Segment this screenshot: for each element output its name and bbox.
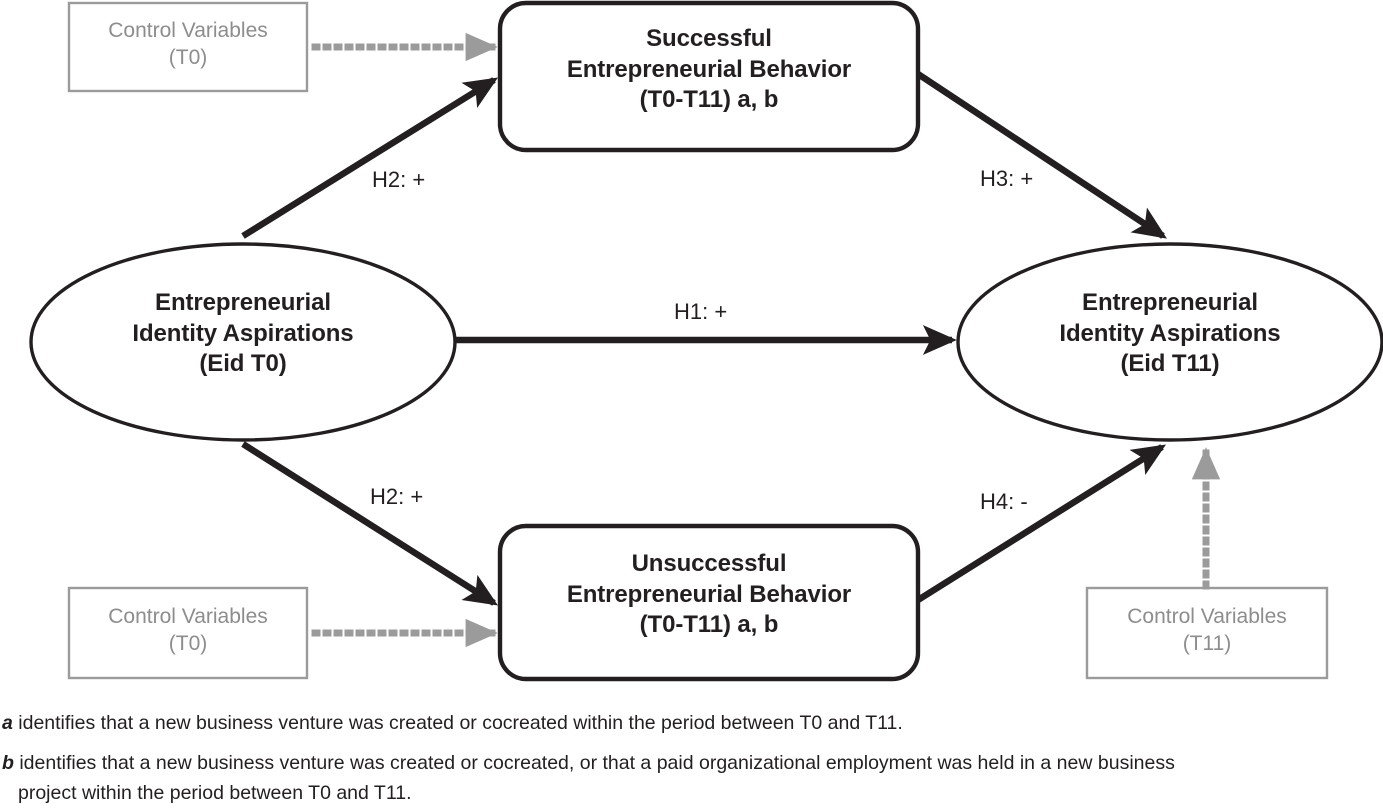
entrepreneurial-identity-aspirations-t0-ellipse: [29, 242, 457, 442]
footnote-b: b identifies that a new business venture…: [0, 748, 1383, 778]
control-top-line-2: (T0): [168, 46, 208, 70]
footnote-b-continuation: project within the period between T0 and…: [18, 782, 412, 804]
control-bottom-line-2: (T0): [168, 632, 208, 656]
control-bottom-line-1: Control Variables: [108, 605, 268, 628]
footnote-a: a identifies that a new business venture…: [0, 708, 1383, 738]
edge-label-h2-lower: H2: +: [370, 484, 424, 509]
footnote-a-marker: a: [2, 712, 13, 734]
edge-label-h3: H3: +: [980, 166, 1034, 191]
control-variables-t0-top-box: [67, 1, 309, 93]
footnote-b-text: identifies that a new business venture w…: [13, 752, 1175, 774]
successful-entrepreneurial-behavior-box: [497, 0, 921, 153]
footnote-b-marker: b: [2, 752, 14, 774]
edge-h3-arrow: [916, 71, 1167, 239]
control-right-line-1: Control Variables: [1127, 605, 1287, 628]
edge-label-h2-upper: H2: +: [372, 167, 426, 192]
edge-h4-arrow: [916, 444, 1167, 603]
control-variables-t11-label: Control Variables (T11): [1087, 603, 1327, 658]
edge-h2-upper-arrow: [241, 77, 499, 239]
control-variables-t0-bottom-label: Control Variables (T0): [69, 603, 307, 658]
unsuccessful-entrepreneurial-behavior-box: [497, 523, 921, 682]
edge-h2-lower-arrow: [241, 441, 498, 606]
control-top-line-1: Control Variables: [108, 19, 268, 42]
control-variables-t0-bottom-box: [67, 586, 309, 680]
edge-label-h4: H4: -: [980, 489, 1028, 514]
control-right-line-2: (T11): [1182, 632, 1232, 656]
entrepreneurial-identity-aspirations-t11-ellipse: [956, 242, 1383, 442]
footnote-a-text: identifies that a new business venture w…: [12, 712, 903, 734]
control-variables-t0-top-label: Control Variables (T0): [69, 17, 307, 72]
edge-label-h1: H1: +: [674, 299, 728, 324]
